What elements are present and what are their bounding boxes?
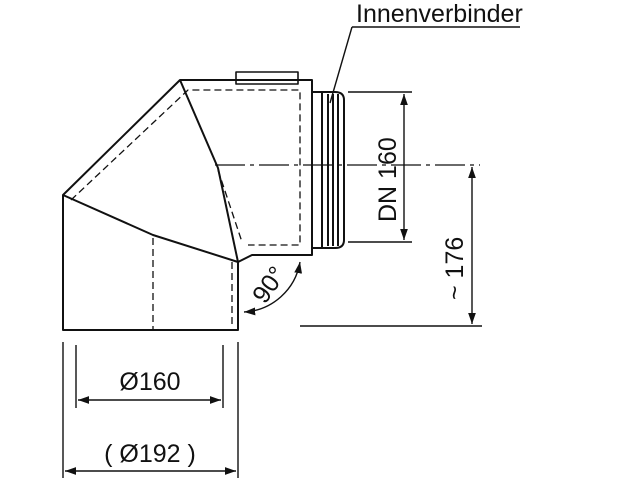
inner-connector [322,91,345,249]
angle-label: 90° [247,261,292,308]
inner-diameter-label: Ø160 [119,368,180,396]
connector-label: Innenverbinder [356,0,523,28]
angle-arc [243,261,303,316]
height-dimension [300,167,482,327]
dn-label: DN 160 [374,137,402,222]
outer-diameter-dimension [62,342,239,478]
connector-leader-diag [329,26,353,104]
inner-diameter-dimension [75,345,224,408]
elbow-body [62,71,323,331]
outer-diameter-label: ( Ø192 ) [104,440,196,468]
dn-dimension [348,91,412,243]
height-label: ~ 176 [441,237,469,300]
hidden-lines [70,89,301,330]
